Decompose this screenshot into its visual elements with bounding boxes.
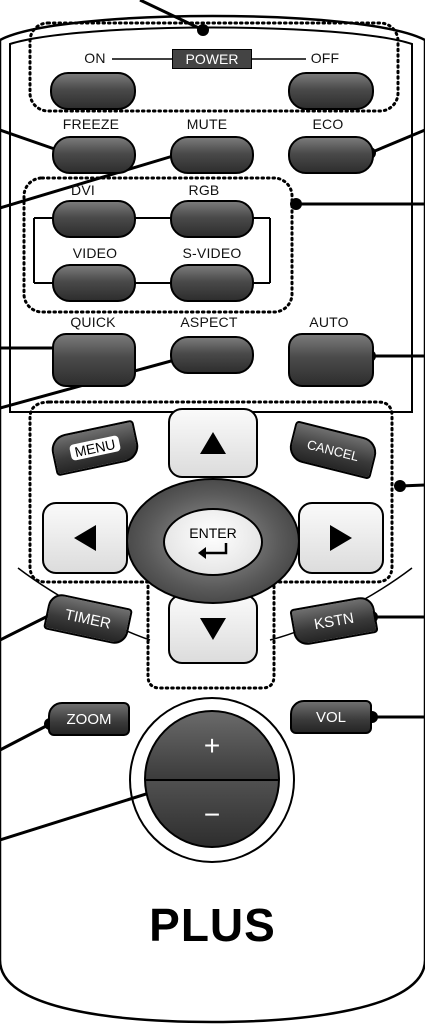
auto-label: AUTO: [309, 314, 349, 330]
volume-minus-button[interactable]: −: [146, 779, 278, 846]
dvi-label: DVI: [71, 182, 95, 198]
freeze-label: FREEZE: [62, 116, 120, 132]
callout-dot-nav: [394, 480, 406, 492]
arrow-right-button[interactable]: [298, 502, 384, 574]
rgb-label: RGB: [188, 182, 220, 198]
callout-dot-power: [197, 24, 209, 36]
freeze-button[interactable]: [52, 136, 136, 174]
zoom-button[interactable]: ZOOM: [48, 702, 130, 736]
aspect-label: ASPECT: [180, 314, 238, 330]
volume-plus-sign: +: [203, 729, 221, 761]
enter-button[interactable]: ENTER: [163, 508, 263, 576]
quick-button[interactable]: [52, 333, 136, 387]
enter-label: ENTER: [189, 525, 237, 541]
mute-button[interactable]: [170, 136, 254, 174]
dvi-button[interactable]: [52, 200, 136, 238]
arrow-down-button[interactable]: [168, 594, 258, 664]
vol-button[interactable]: VOL: [290, 700, 372, 734]
video-button[interactable]: [52, 264, 136, 302]
eco-label: ECO: [312, 116, 344, 132]
arrow-down-icon: [200, 618, 226, 640]
volume-rocker: + −: [144, 710, 280, 848]
aspect-button[interactable]: [170, 336, 254, 374]
brand-logo: PLUS: [149, 899, 276, 951]
arrow-up-icon: [200, 432, 226, 454]
power-off-label: OFF: [310, 50, 340, 66]
s-video-button[interactable]: [170, 264, 254, 302]
mute-label: MUTE: [186, 116, 228, 132]
power-group-outline: [28, 21, 400, 113]
power-off-button[interactable]: [288, 72, 374, 110]
arrow-left-icon: [74, 525, 96, 551]
arrow-up-button[interactable]: [168, 408, 258, 478]
source-group-outline: [22, 176, 294, 314]
top-panel-outline: [9, 26, 413, 413]
callout-dot-source: [290, 198, 302, 210]
cancel-label: CANCEL: [305, 436, 361, 464]
video-label: VIDEO: [72, 245, 118, 261]
arrow-right-icon: [330, 525, 352, 551]
rgb-button[interactable]: [170, 200, 254, 238]
volume-minus-sign: −: [203, 798, 221, 830]
power-on-label: ON: [84, 50, 106, 66]
quick-label: QUICK: [70, 314, 116, 330]
vol-label: VOL: [315, 708, 346, 726]
eco-button[interactable]: [288, 136, 374, 174]
nav-group-outline: [28, 400, 394, 690]
power-group-label: POWER: [172, 49, 252, 69]
zoom-label: ZOOM: [66, 710, 112, 728]
menu-label: MENU: [69, 435, 121, 461]
volume-plus-button[interactable]: +: [146, 712, 278, 779]
s-video-label: S-VIDEO: [182, 245, 242, 261]
auto-button[interactable]: [288, 333, 374, 387]
arrow-left-button[interactable]: [42, 502, 128, 574]
power-on-button[interactable]: [50, 72, 136, 110]
enter-return-icon: [198, 543, 228, 559]
kstn-label: KSTN: [312, 609, 356, 633]
timer-label: TIMER: [63, 605, 113, 633]
